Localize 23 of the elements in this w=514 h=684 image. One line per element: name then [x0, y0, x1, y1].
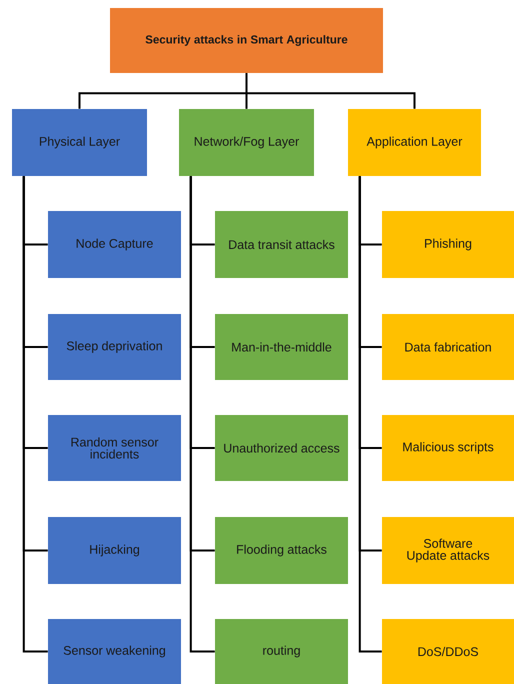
attack-box: Sensor weakening: [48, 619, 181, 684]
attack-box: Phishing: [382, 211, 514, 278]
attack-box: Random sensor incidents: [48, 415, 181, 481]
attack-box: Unauthorized access: [215, 415, 348, 481]
attack-box: Data fabrication: [382, 314, 514, 380]
attack-box: Node Capture: [48, 211, 181, 278]
connector-line: [246, 73, 416, 109]
attack-box: DoS/DDoS: [382, 619, 514, 684]
attack-box: Data transit attacks: [215, 211, 348, 278]
title-box: Security attacks in Smart Agriculture: [110, 8, 383, 73]
attack-box: Hijacking: [48, 517, 181, 584]
layer-box: Physical Layer: [12, 109, 147, 176]
connector-line: [190, 176, 215, 652]
attack-box: routing: [215, 619, 348, 684]
attack-box: Malicious scripts: [382, 415, 514, 481]
attack-box: Sleep deprivation: [48, 314, 181, 380]
connector-line: [358, 176, 382, 652]
attack-box: Flooding attacks: [215, 517, 348, 584]
layer-box: Application Layer: [348, 109, 481, 176]
connector-line: [22, 176, 48, 652]
layer-box: Network/Fog Layer: [179, 109, 314, 176]
attack-box: Software Update attacks: [382, 517, 514, 584]
attack-box: Man-in-the-middle: [215, 314, 348, 380]
